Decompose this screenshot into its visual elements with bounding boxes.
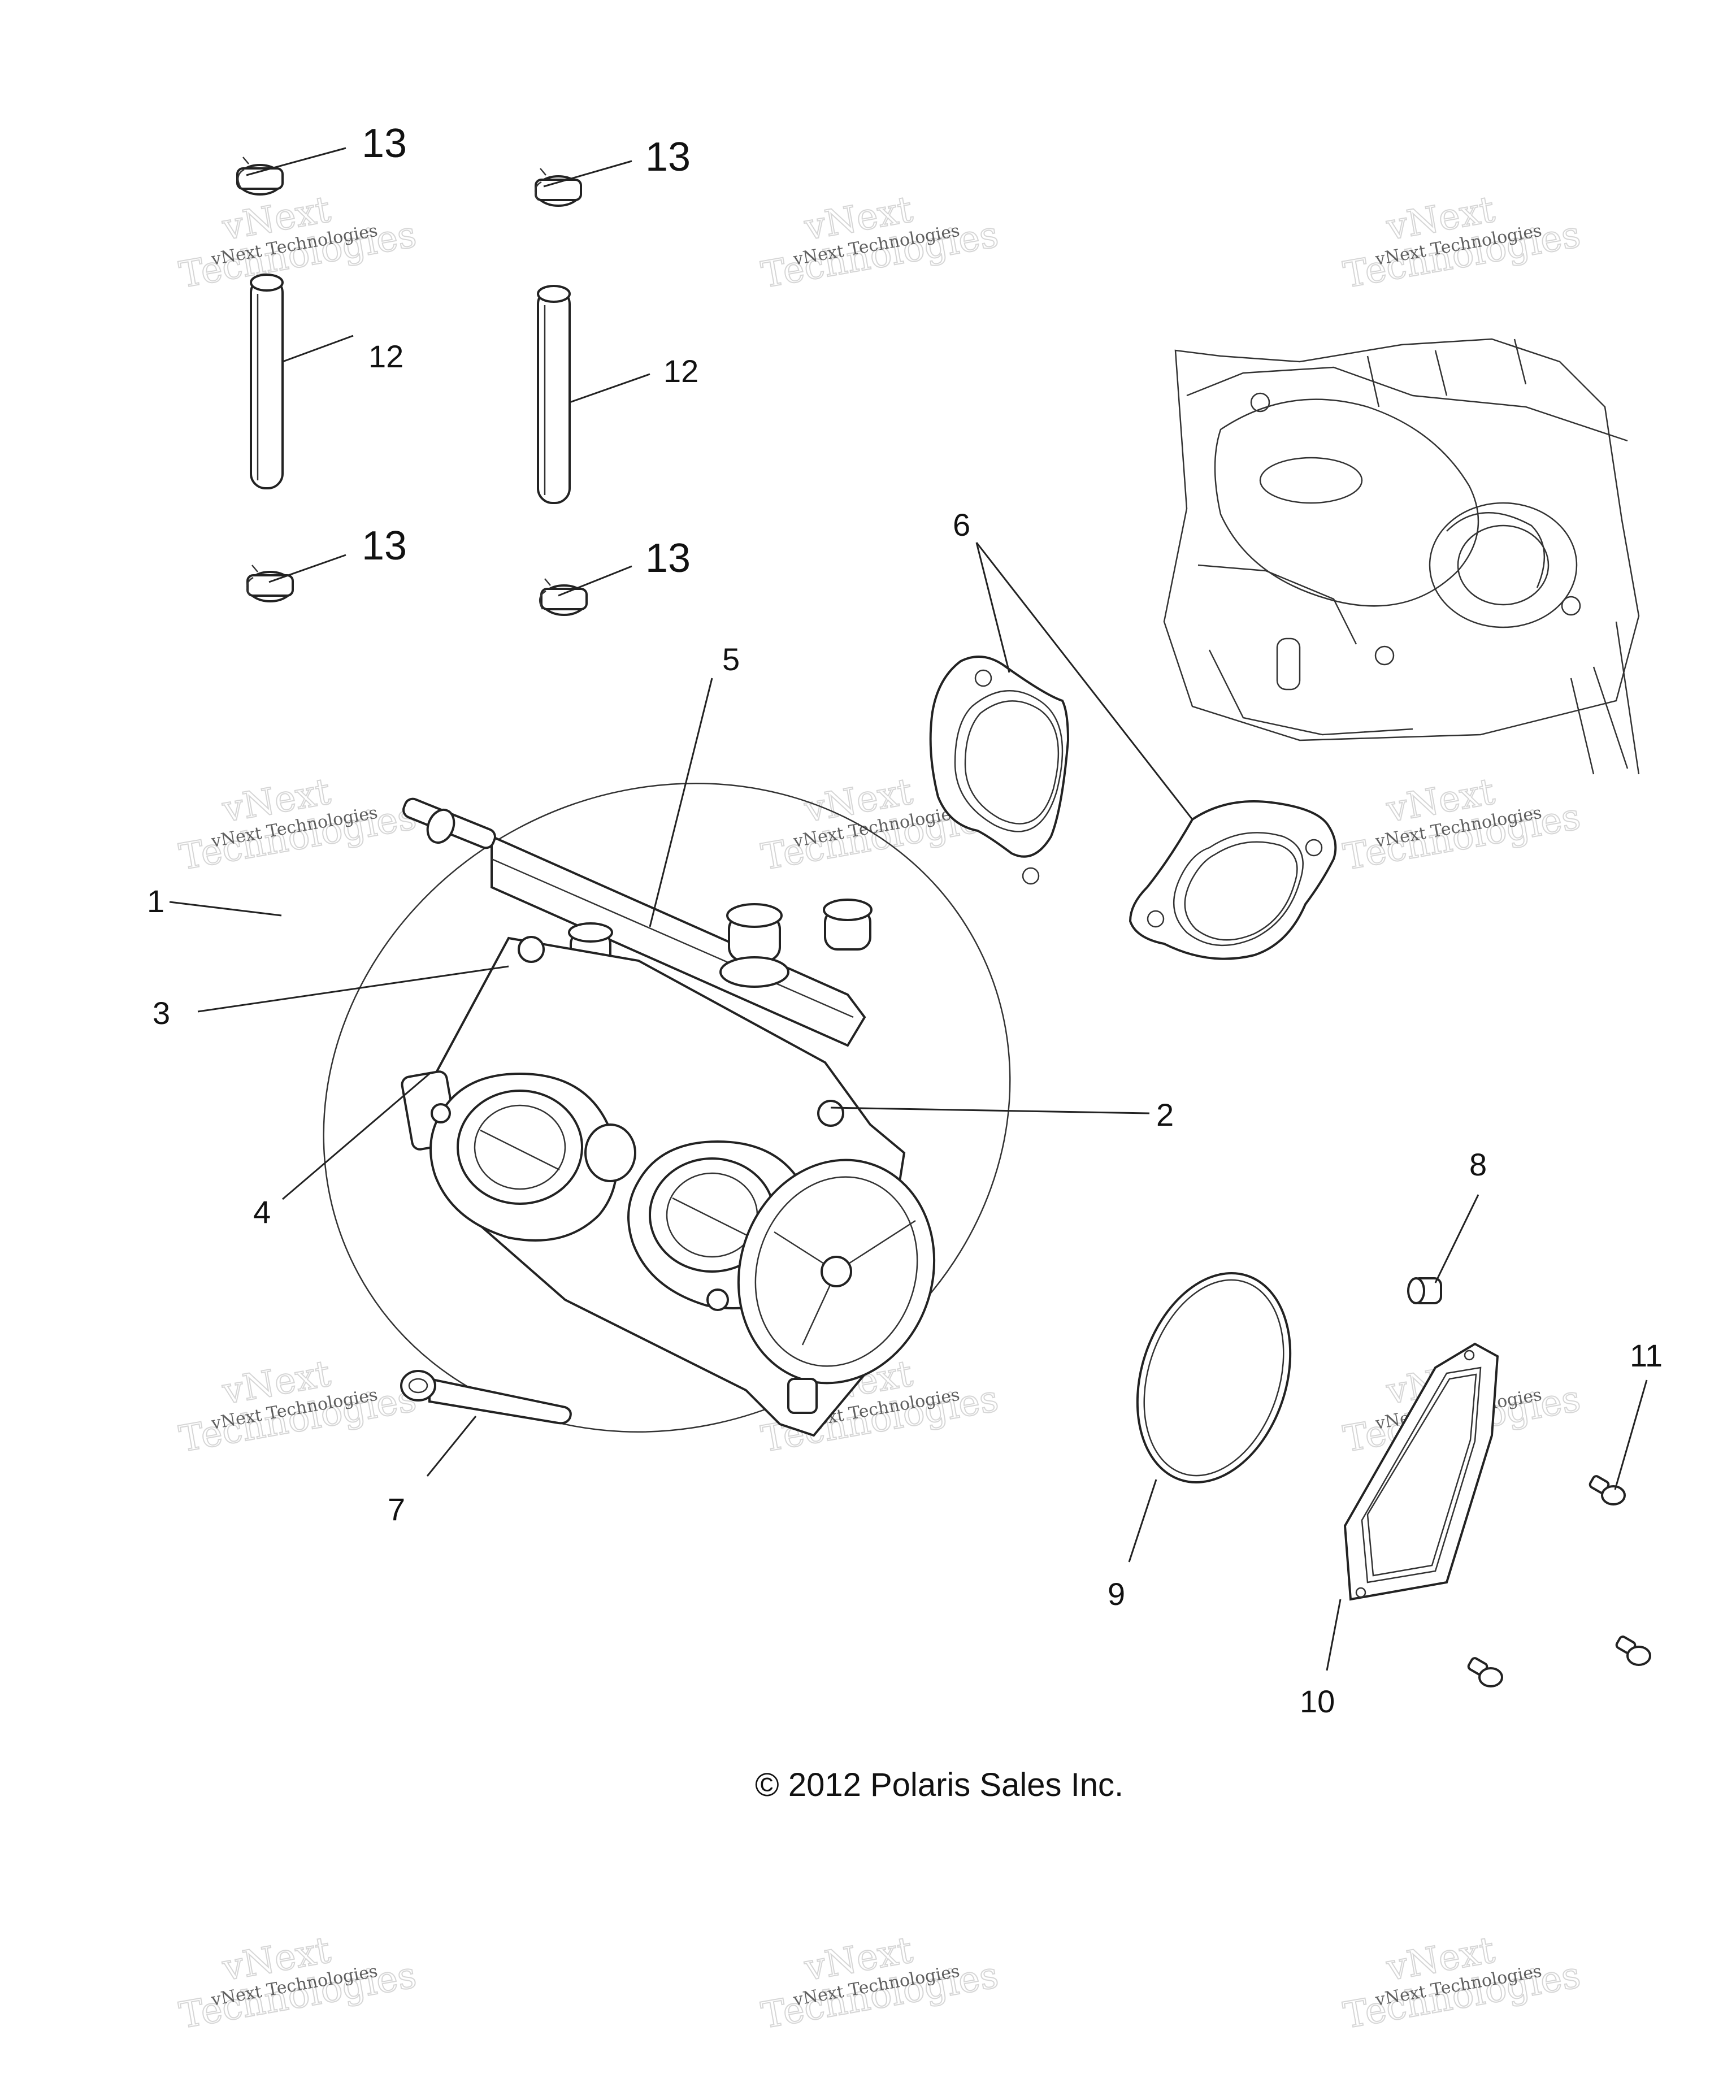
throttle-bore-left <box>429 1072 618 1242</box>
callout-7: 7 <box>388 1491 405 1527</box>
gasket-upper <box>929 656 1070 885</box>
copyright-notice: © 2012 Polaris Sales Inc. <box>755 1767 1123 1803</box>
callout-8: 8 <box>1469 1147 1487 1182</box>
watermark-top-left: Technologies vNext vNext Technologies <box>176 188 420 297</box>
watermark-mid-right: Technologies vNext vNext Technologies <box>1340 770 1584 879</box>
mounting-bolt-long <box>400 1370 572 1425</box>
watermark-top-center: Technologies vNext vNext Technologies <box>758 188 1002 297</box>
hose-left <box>250 274 284 489</box>
callout-1: 1 <box>147 883 164 919</box>
callout-10: 10 <box>1300 1684 1335 1719</box>
callout-6: 6 <box>953 507 970 543</box>
callout-9: 9 <box>1108 1576 1125 1612</box>
callout-13-top-right: 13 <box>645 134 691 180</box>
callout-13-bottom-right: 13 <box>645 536 691 581</box>
callout-12-right: 12 <box>663 353 698 389</box>
watermark-bottom-center: Technologies vNext vNext Technologies <box>758 1929 1002 2038</box>
sensor-top-right <box>823 899 873 951</box>
callout-3: 3 <box>153 995 170 1031</box>
engine-block-reference <box>1163 338 1640 775</box>
watermark-bottom-right: Technologies vNext vNext Technologies <box>1340 1929 1584 2038</box>
o-ring <box>1136 1272 1292 1483</box>
callout-12-left: 12 <box>368 339 403 374</box>
watermark-top-right: Technologies vNext vNext Technologies <box>1340 188 1584 297</box>
watermark-lower-left: Technologies vNext vNext Technologies <box>176 1352 420 1461</box>
hose-clamp-top-right <box>534 168 582 207</box>
throttle-body-assembly <box>401 797 936 1437</box>
callout-5: 5 <box>722 641 740 677</box>
callout-13-top-left: 13 <box>362 121 407 166</box>
leader-lines <box>169 147 1648 1671</box>
callout-4: 4 <box>253 1194 271 1230</box>
watermark-bottom-left: Technologies vNext vNext Technologies <box>176 1929 420 2038</box>
callout-13-bottom-left: 13 <box>362 523 407 569</box>
hose-right <box>537 285 571 504</box>
screw-lower-right <box>1615 1635 1651 1666</box>
fuel-rail <box>402 797 866 1047</box>
gasket-lower <box>1129 800 1337 960</box>
callout-11: 11 <box>1630 1338 1663 1373</box>
cover-plate <box>1343 1342 1499 1601</box>
screw-lower-left <box>1467 1657 1503 1687</box>
watermark-group: Technologies vNext vNext Technologies Te… <box>176 188 1584 2038</box>
hose-clamp-bottom-left <box>246 565 294 602</box>
screw-upper <box>1589 1475 1626 1505</box>
plug <box>1407 1277 1442 1304</box>
hose-clamp-bottom-right <box>539 578 588 616</box>
watermark-mid-left: Technologies vNext vNext Technologies <box>176 770 420 879</box>
hose-clamp-top-left <box>236 157 284 196</box>
pressure-regulator <box>719 903 789 988</box>
throttle-cover <box>737 1159 936 1414</box>
callout-2: 2 <box>1156 1097 1174 1133</box>
